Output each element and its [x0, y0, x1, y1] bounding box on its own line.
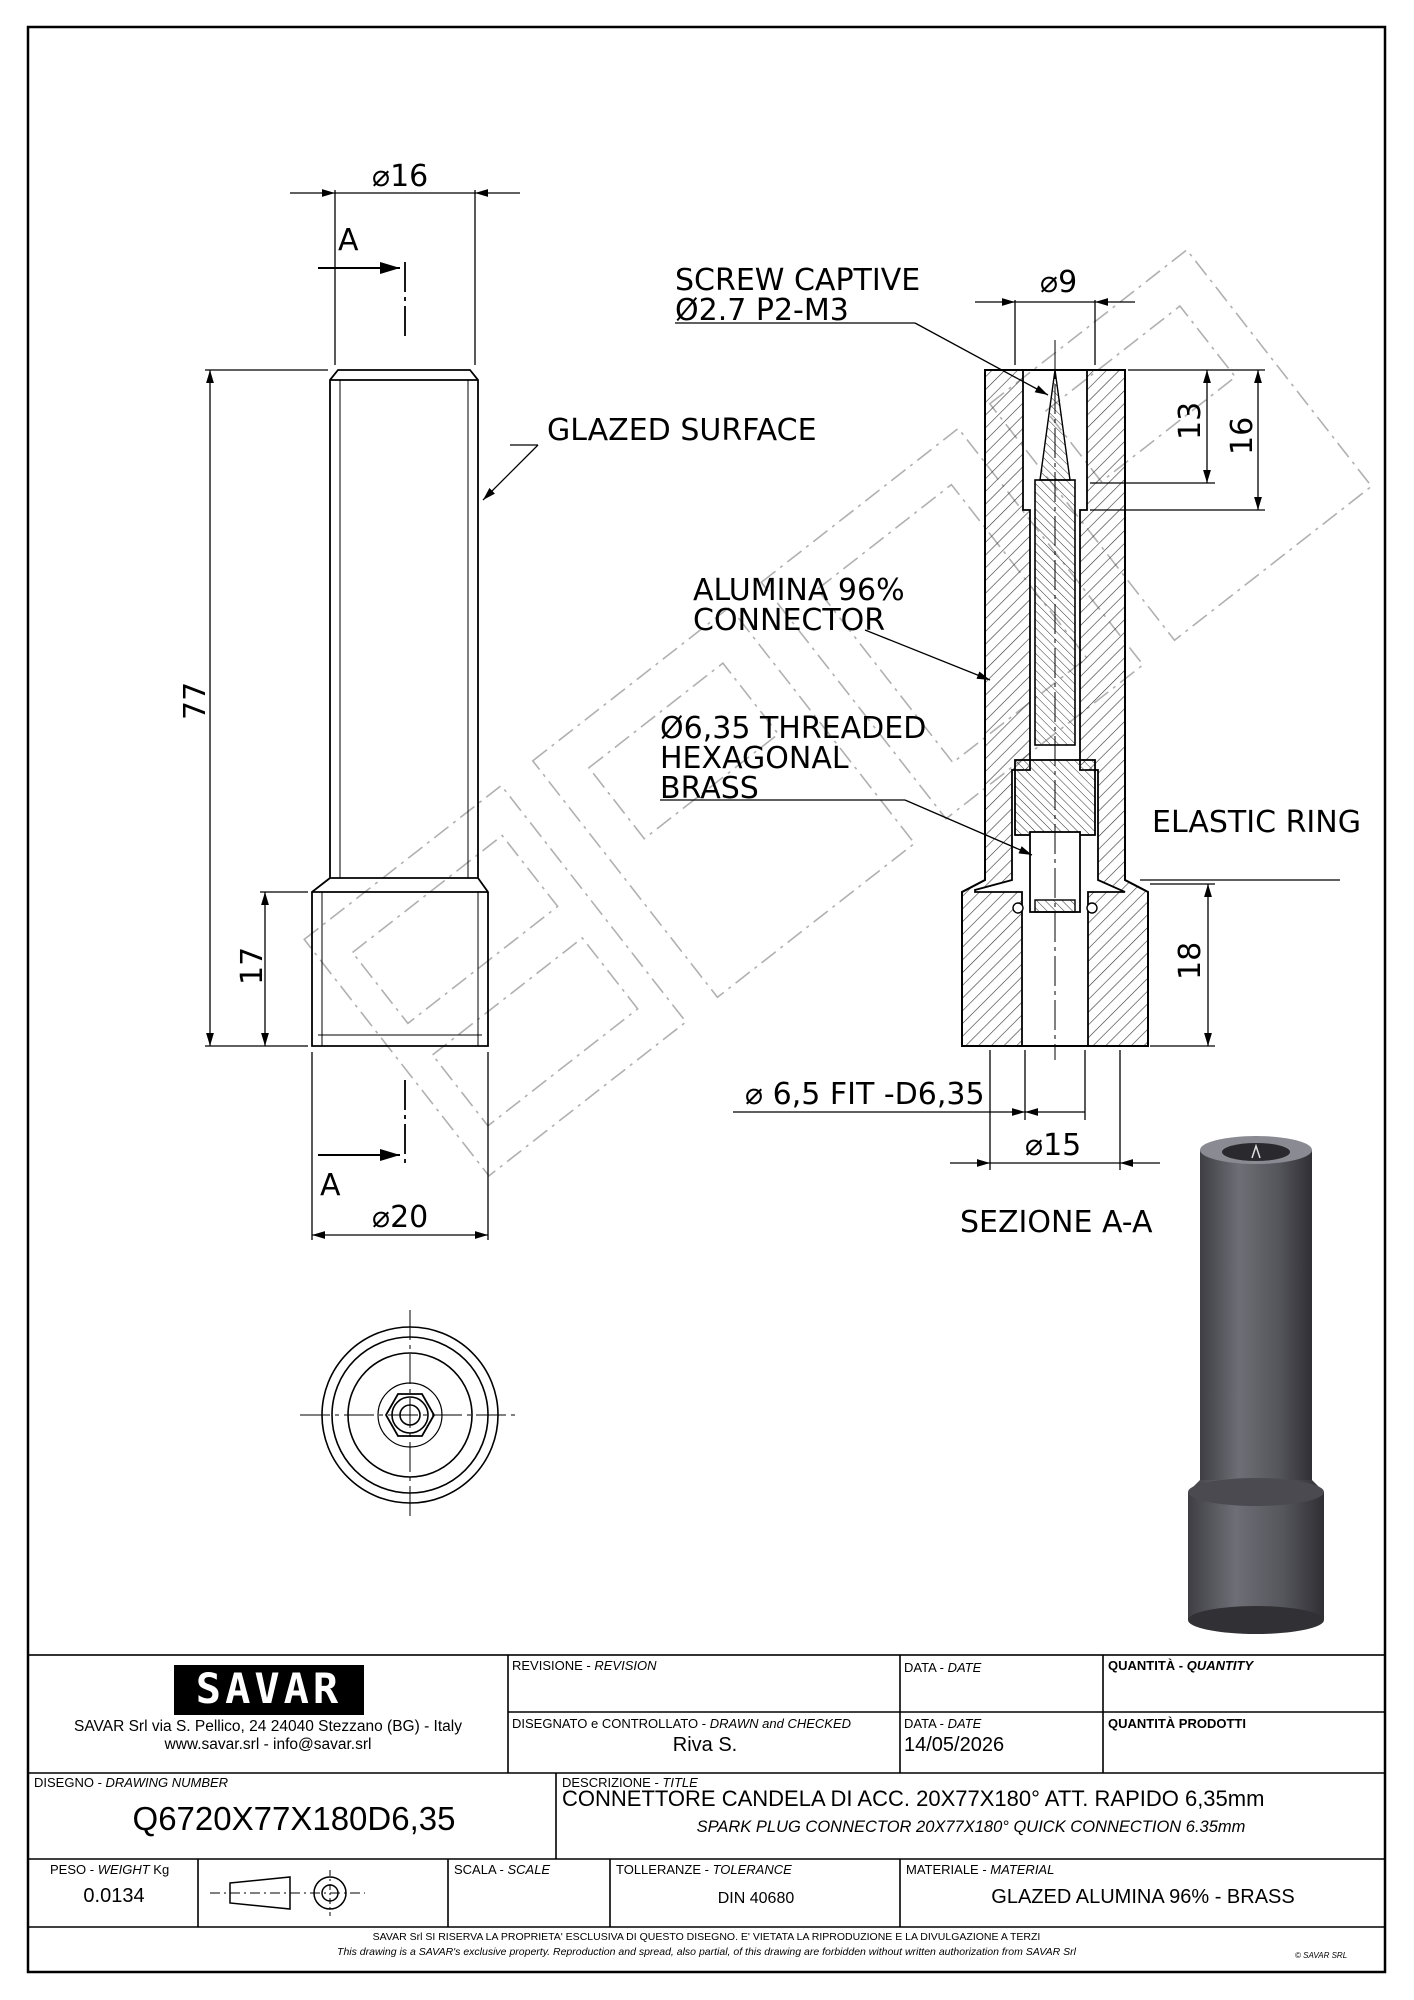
footer-it: SAVAR Srl SI RISERVA LA PROPRIETA' ESCLU… — [372, 1931, 1041, 1943]
dim-dia-20: ⌀20 — [372, 1200, 428, 1235]
date-label-1: DATA - DATE — [904, 1660, 982, 1675]
weight-label: PESO - WEIGHT Kg — [50, 1862, 170, 1877]
revision-label: REVISIONE - REVISION — [512, 1658, 657, 1673]
drawn-value: Riva S. — [672, 1734, 738, 1756]
copyright: © SAVAR SRL — [1295, 1951, 1348, 1960]
date-label-2: DATA - DATE — [904, 1716, 982, 1731]
front-view-dimensions — [205, 189, 539, 1240]
front-view-labels: ⌀16 A 77 17 A ⌀20 GLAZED SURFACE — [178, 159, 817, 1235]
footer-en: This drawing is a SAVAR's exclusive prop… — [337, 1946, 1076, 1958]
material-label: MATERIALE - MATERIAL — [906, 1862, 1055, 1877]
note-elastic-ring: ELASTIC RING — [1152, 805, 1361, 840]
description-it: CONNETTORE CANDELA DI ACC. 20X77X180° AT… — [562, 1786, 1265, 1811]
description-label: DESCRIZIONE - TITLE — [562, 1775, 698, 1790]
note-brass-line1: Ø6,35 THREADED — [660, 711, 926, 746]
section-view-labels: ⌀9 13 16 18 ⌀ 6,5 FIT -D6,35 ⌀15 SCREW C… — [660, 263, 1361, 1240]
front-view — [311, 369, 489, 1047]
savar-logo: SAVAR — [174, 1664, 364, 1715]
dim-dia-9: ⌀9 — [1040, 265, 1077, 300]
tolerance-value: DIN 40680 — [717, 1890, 795, 1907]
company-info: SAVAR Srl via S. Pellico, 24 24040 Stezz… — [30, 1718, 506, 1754]
tolerance-label: TOLLERANZE - TOLERANCE — [616, 1862, 792, 1877]
note-brass-line3: BRASS — [660, 771, 759, 806]
dim-dia-15: ⌀15 — [1025, 1128, 1081, 1163]
note-alumina-line1: ALUMINA 96% — [693, 573, 905, 608]
dim-length-17: 17 — [235, 947, 270, 985]
section-view-dimensions — [660, 298, 1340, 1170]
dim-base-18: 18 — [1173, 942, 1208, 980]
svg-text:SAVAR: SAVAR — [196, 1664, 342, 1713]
scale-label: SCALA - SCALE — [454, 1862, 551, 1877]
note-alumina-line2: CONNECTOR — [693, 603, 885, 638]
drawing-number-label: DISEGNO - DRAWING NUMBER — [34, 1775, 229, 1790]
section-mark-bottom: A — [320, 1168, 341, 1203]
dim-length-77: 77 — [178, 682, 213, 720]
company-web: www.savar.srl - info@savar.srl — [164, 1736, 372, 1753]
quantity-label: QUANTITÀ - QUANTITY — [1108, 1658, 1254, 1673]
drawn-label: DISEGNATO e CONTROLLATO - DRAWN and CHEC… — [512, 1716, 852, 1731]
note-screw-line1: SCREW CAPTIVE — [675, 263, 920, 298]
title-block-grid — [27, 1654, 1386, 1973]
drawing-number: Q6720X77X180D6,35 — [132, 1800, 456, 1837]
section-mark-top: A — [338, 223, 359, 258]
description-en: SPARK PLUG CONNECTOR 20X77X180° QUICK CO… — [696, 1818, 1246, 1836]
note-brass-line2: HEXAGONAL — [660, 741, 849, 776]
weight-value: 0.0134 — [83, 1885, 145, 1907]
material-value: GLAZED ALUMINA 96% - BRASS — [991, 1886, 1295, 1908]
section-title: SEZIONE A-A — [960, 1205, 1153, 1240]
product-render — [1188, 1136, 1324, 1634]
bottom-view — [300, 1310, 520, 1520]
note-glazed-surface: GLAZED SURFACE — [547, 413, 817, 448]
date-value: 14/05/2026 — [904, 1734, 1005, 1756]
company-address: SAVAR Srl via S. Pellico, 24 24040 Stezz… — [74, 1718, 462, 1735]
section-view — [961, 340, 1149, 1060]
dim-depth-16: 16 — [1225, 417, 1260, 455]
product-qty-label: QUANTITÀ PRODOTTI — [1108, 1716, 1246, 1731]
dim-fit: ⌀ 6,5 FIT -D6,35 — [745, 1077, 985, 1112]
projection-symbol-icon — [210, 1870, 365, 1916]
dim-depth-13: 13 — [1173, 402, 1208, 440]
note-screw-line2: Ø2.7 P2-M3 — [675, 293, 849, 328]
dim-dia-16: ⌀16 — [372, 159, 428, 194]
